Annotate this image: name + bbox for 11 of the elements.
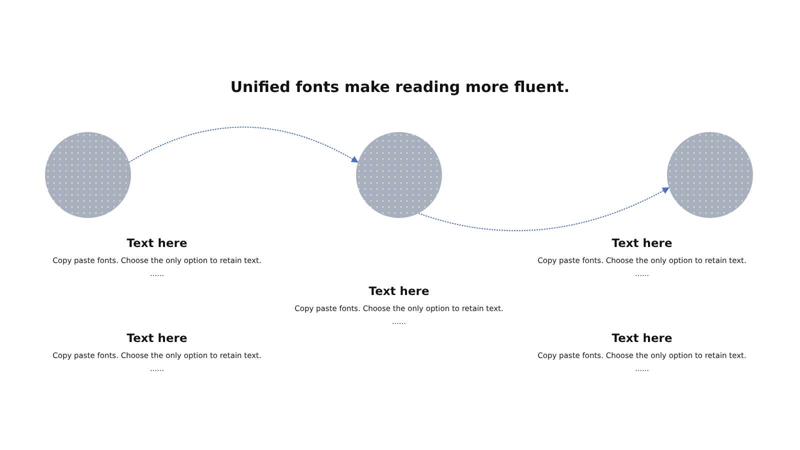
circle-node [356,132,442,218]
heading: Text here [612,236,672,250]
heading: Text here [126,331,188,345]
circle-node [667,132,753,218]
heading: Text here [368,284,430,298]
curved-arrow [418,187,670,232]
circle-node [45,132,131,218]
title: Unified fonts make reading more fluent. [229,78,571,96]
heading: Text here [126,236,188,250]
curved-arrow [128,126,359,163]
heading: Text here [612,331,672,345]
